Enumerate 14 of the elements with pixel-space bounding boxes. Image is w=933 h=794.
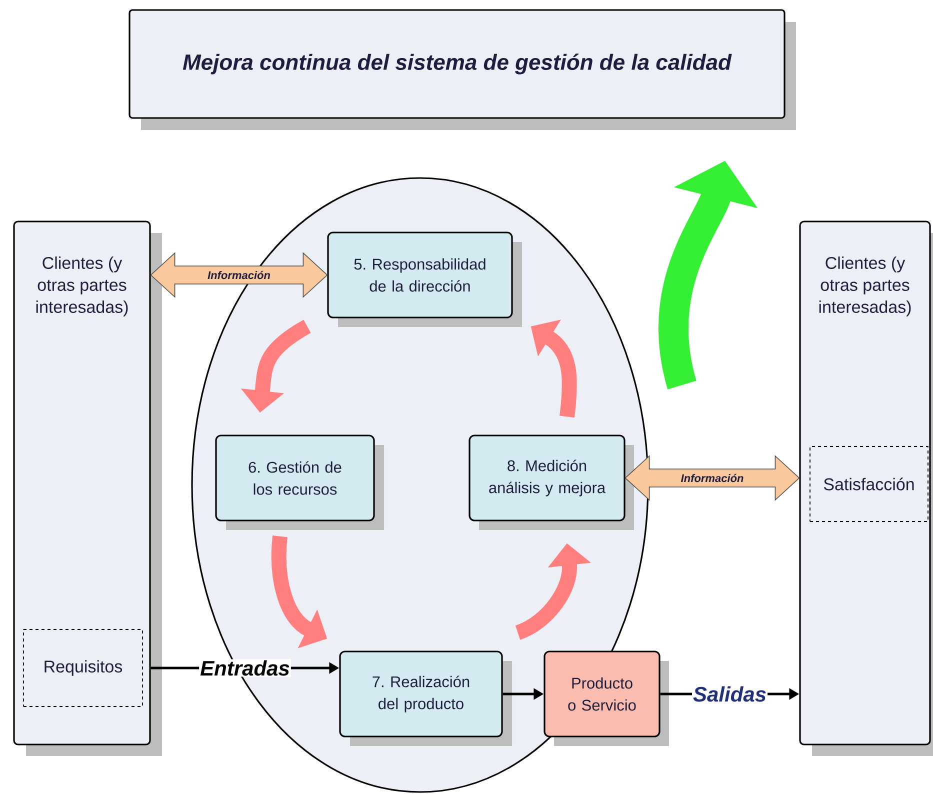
edge-label: Información [680,474,744,482]
process-box: 6. Gestión de los recursos [215,434,384,530]
edge-label: Entradas [199,659,291,677]
edge-label: Salidas [692,685,768,703]
dashed-box: Satisfacción [810,446,928,522]
dashed-box: Requisitos [23,629,143,707]
process-box: 7. Realización del producto [339,650,512,746]
edge-label: Información [208,270,270,280]
block-arrow [624,455,800,501]
title-box: Mejora continua del sistema de gestión de la calidad [128,9,796,130]
process-box: 8. Medición análisis y mejora [468,434,634,530]
process-box: 5. Responsabilidad de la dirección [327,232,522,327]
output-box: Producto o Servicio [544,650,669,746]
block-arrow [150,252,328,298]
